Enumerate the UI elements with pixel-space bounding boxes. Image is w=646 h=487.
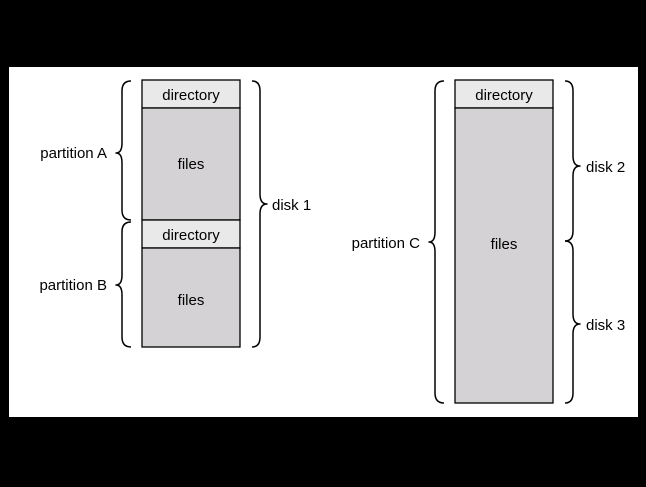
- partition-c-directory-label: directory: [475, 87, 533, 104]
- disk-1-brace: [251, 80, 268, 348]
- partition-a-directory-label: directory: [162, 87, 220, 104]
- partition-a-files-label: files: [178, 156, 205, 173]
- partition-b-label: partition B: [39, 277, 107, 294]
- disk-2-label: disk 2: [586, 159, 625, 176]
- disk-1-label: disk 1: [272, 197, 311, 214]
- disk-3-label: disk 3: [586, 317, 625, 334]
- disk-3-brace: [564, 240, 581, 404]
- partition-b-brace: [115, 221, 132, 348]
- partition-a-directory-box: [141, 79, 241, 109]
- partition-a-brace: [115, 80, 132, 221]
- partition-b-files-box: [141, 247, 241, 348]
- partition-c-brace: [428, 80, 445, 404]
- partition-b-directory-label: directory: [162, 227, 220, 244]
- disk-2-brace: [564, 80, 581, 242]
- partition-a-label: partition A: [40, 145, 107, 162]
- partition-c-files-label: files: [491, 236, 518, 253]
- partition-a-files-box: [141, 107, 241, 221]
- partition-c-files-box: [454, 107, 554, 404]
- partition-b-files-label: files: [178, 292, 205, 309]
- diagram-panel: directory files directory files partitio…: [9, 67, 638, 417]
- disk-partition-diagram: directory files directory files partitio…: [39, 79, 625, 404]
- partition-c-label: partition C: [352, 235, 421, 252]
